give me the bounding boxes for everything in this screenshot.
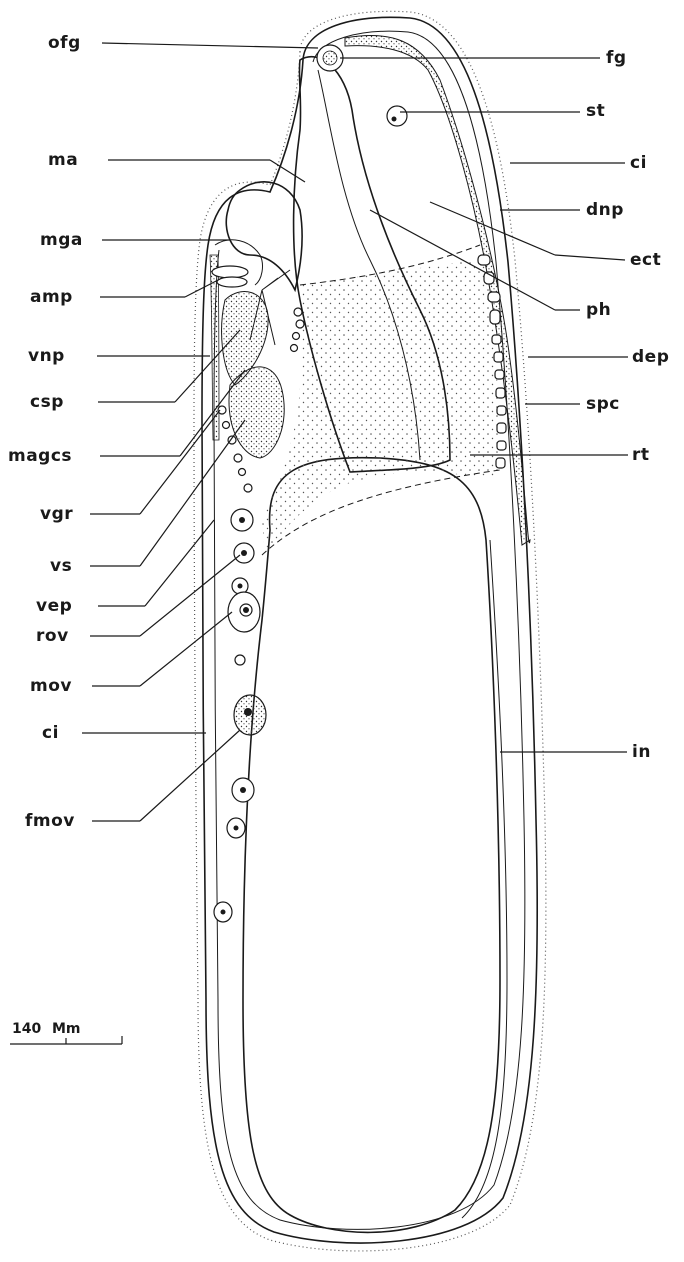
label-vgr: vgr [40,504,73,524]
frontal-gland-core [323,51,337,65]
statolith [392,117,397,122]
label-mov: mov [30,676,72,696]
label-ma: ma [48,150,78,170]
intestine-inner [462,540,507,1218]
scale-bar-value: 140 [12,1021,41,1037]
label-vs: vs [50,556,72,576]
label-vnp: vnp [28,346,65,366]
label-ci-left: ci [42,723,59,743]
label-ph: ph [586,300,611,320]
label-csp: csp [30,392,64,412]
label-fg: fg [606,48,627,68]
scale-bar-unit: Mm [52,1021,81,1037]
label-ci-right: ci [630,153,647,173]
ampulla [212,266,248,278]
stippled-tissue [262,258,500,555]
label-vep: vep [36,596,72,616]
label-dnp: dnp [586,200,624,220]
statocyst [387,106,407,126]
scale-bar: 140 Mm [10,1021,122,1044]
label-amp: amp [30,287,73,307]
label-spc: spc [586,394,620,414]
label-st: st [586,101,605,121]
label-dep: dep [632,347,669,367]
label-ofg: ofg [48,33,81,53]
label-in: in [632,742,651,762]
label-rt: rt [632,445,650,465]
label-mga: mga [40,230,83,250]
label-magcs: magcs [8,446,72,466]
body-outer-wall [202,17,537,1243]
label-rov: rov [36,626,69,646]
label-fmov: fmov [25,811,75,831]
label-ect: ect [630,250,661,270]
intestine [243,458,500,1233]
oocytes [214,509,266,922]
